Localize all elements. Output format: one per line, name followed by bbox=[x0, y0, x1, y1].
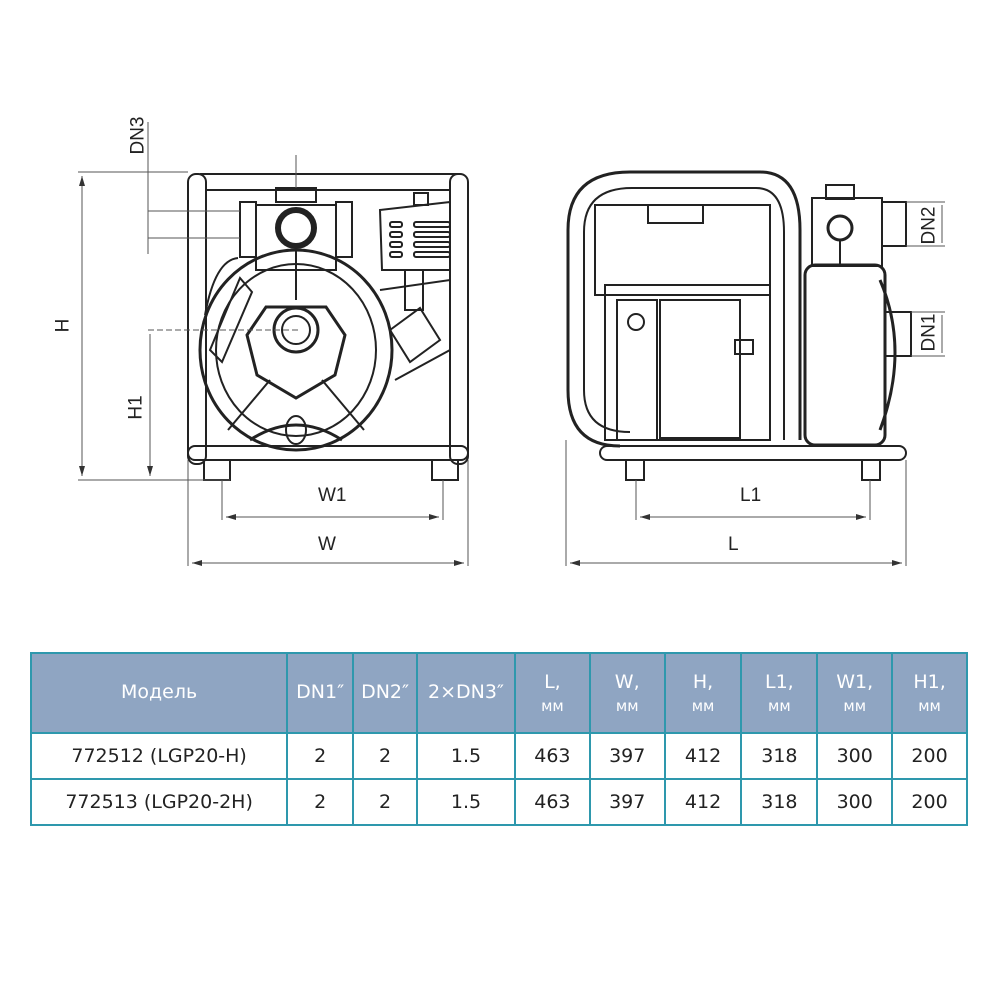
table-row: 772512 (LGP20-H) 2 2 1.5 463 397 412 318… bbox=[29, 732, 968, 780]
cell-h: 412 bbox=[663, 778, 743, 826]
w-label: W bbox=[318, 534, 336, 555]
cell-l1: 318 bbox=[740, 732, 819, 780]
front-view bbox=[187, 173, 469, 481]
cell-2xdn3: 1.5 bbox=[416, 732, 516, 780]
w1-label: W1 bbox=[318, 485, 347, 506]
cell-l: 463 bbox=[513, 778, 591, 826]
dn2-label: DN2 bbox=[918, 206, 940, 245]
dn3-label: DN3 bbox=[127, 116, 149, 155]
cell-w: 397 bbox=[588, 778, 666, 826]
h1-label: H1 bbox=[125, 395, 147, 420]
col-2xdn3: 2×DN3″ bbox=[416, 652, 516, 734]
cell-l: 463 bbox=[513, 732, 591, 780]
col-h1: H1,мм bbox=[891, 652, 968, 734]
cell-w1: 300 bbox=[816, 778, 894, 826]
col-w: W,мм bbox=[588, 652, 666, 734]
dn1-label: DN1 bbox=[918, 313, 940, 352]
cell-w: 397 bbox=[588, 732, 666, 780]
cell-dn2: 2 bbox=[352, 732, 419, 780]
col-l: L,мм bbox=[513, 652, 591, 734]
side-view bbox=[566, 170, 912, 481]
cell-w1: 300 bbox=[816, 732, 894, 780]
cell-model: 772513 (LGP20-2H) bbox=[29, 778, 289, 826]
cell-dn1: 2 bbox=[286, 732, 355, 780]
technical-drawing: DN3 H H1 W1 W DN2 DN1 L1 L bbox=[52, 116, 945, 566]
pump-dimension-drawing bbox=[78, 122, 945, 566]
col-l1: L1,мм bbox=[740, 652, 819, 734]
col-dn2: DN2″ bbox=[352, 652, 419, 734]
col-dn1: DN1″ bbox=[286, 652, 355, 734]
cell-l1: 318 bbox=[740, 778, 819, 826]
cell-h1: 200 bbox=[891, 778, 968, 826]
cell-dn2: 2 bbox=[352, 778, 419, 826]
l-label: L bbox=[728, 534, 739, 555]
cell-h1: 200 bbox=[891, 732, 968, 780]
table-header-row: Модель DN1″ DN2″ 2×DN3″ L,мм W,мм H,мм L… bbox=[29, 652, 968, 734]
col-model: Модель bbox=[29, 652, 289, 734]
l1-label: L1 bbox=[740, 485, 762, 506]
cell-h: 412 bbox=[663, 732, 743, 780]
table-row: 772513 (LGP20-2H) 2 2 1.5 463 397 412 31… bbox=[29, 778, 968, 826]
cell-2xdn3: 1.5 bbox=[416, 778, 516, 826]
cell-model: 772512 (LGP20-H) bbox=[29, 732, 289, 780]
col-w1: W1,мм bbox=[816, 652, 894, 734]
col-h: H,мм bbox=[663, 652, 743, 734]
specifications-table: Модель DN1″ DN2″ 2×DN3″ L,мм W,мм H,мм L… bbox=[29, 652, 968, 826]
cell-dn1: 2 bbox=[286, 778, 355, 826]
h-label: H bbox=[52, 318, 74, 333]
